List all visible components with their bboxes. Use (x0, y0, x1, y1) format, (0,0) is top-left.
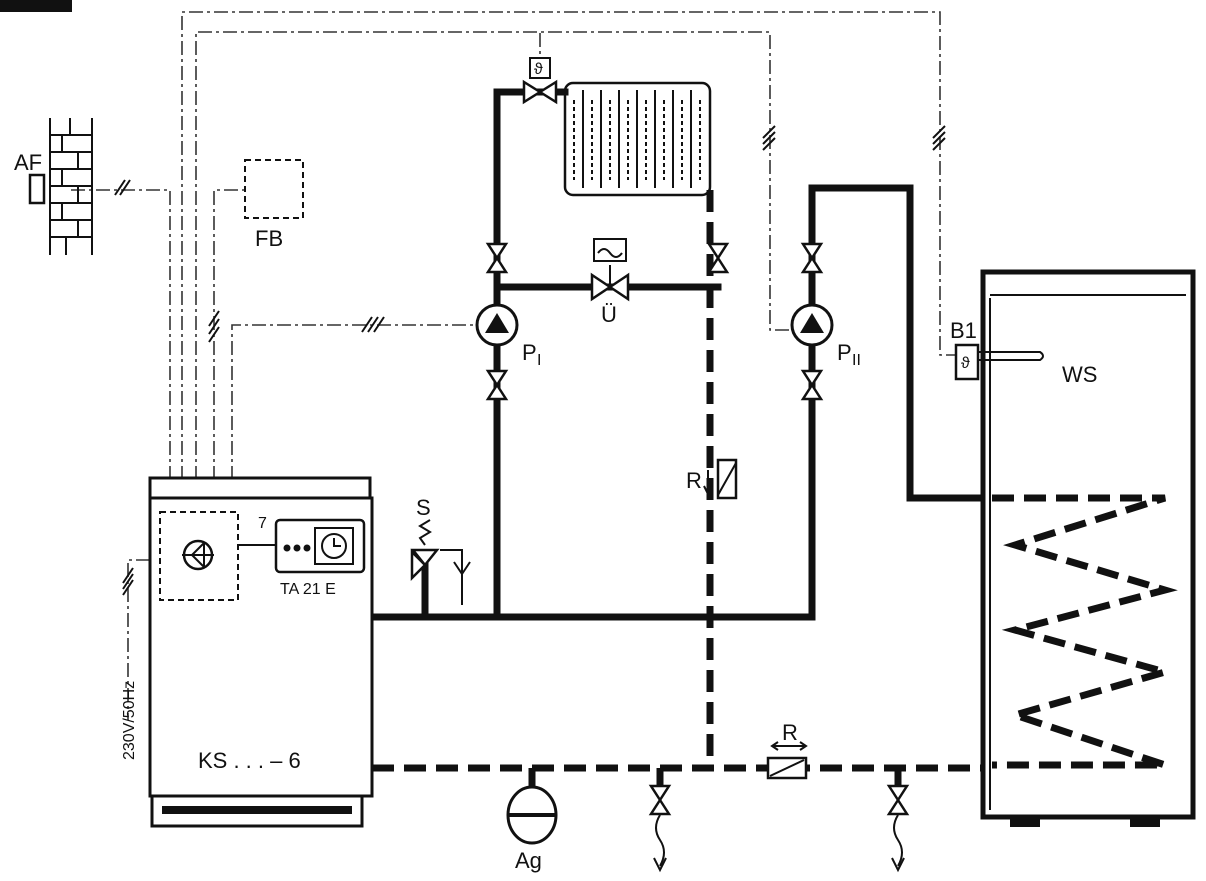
drain-icon (886, 784, 910, 816)
clock-icon (321, 533, 347, 559)
heating-coil-icon (992, 494, 1178, 769)
bypass-valve-u (590, 238, 630, 302)
label-r1: R (686, 468, 702, 493)
label-ag: Ag (515, 848, 542, 873)
label-r2: R (782, 720, 798, 745)
label-af: AF (14, 150, 42, 175)
remote-control-fb: FB (244, 159, 304, 251)
label-ws: WS (1062, 362, 1097, 387)
storage-tank-ws: WS (980, 269, 1196, 827)
label-p2: P (837, 340, 852, 365)
svg-text:ϑ: ϑ (534, 61, 543, 78)
drain-icon (648, 784, 672, 816)
valve-icon (522, 79, 558, 105)
label-fb: FB (255, 226, 283, 251)
valve-icon (800, 242, 824, 274)
label-mains: 230V/50Hz (121, 681, 138, 760)
sensor-icon (28, 173, 46, 205)
label-s: S (416, 495, 431, 520)
corner-mark (0, 0, 72, 12)
timer-ta: TA 21 E (274, 518, 366, 598)
valve-icon (706, 242, 730, 274)
return-pipes (372, 190, 992, 795)
brick-wall (49, 118, 93, 255)
label-p1-sub: I (537, 352, 541, 369)
valve-icon (800, 369, 824, 401)
label-ks: KS . . . – 6 (198, 748, 301, 773)
control-wiring (70, 11, 960, 720)
label-p1: P (522, 340, 537, 365)
radiator-icon (563, 81, 712, 197)
label-ta: TA 21 E (280, 581, 336, 598)
expansion-vessel-icon: Ag (506, 785, 558, 873)
safety-valve-s: S (410, 495, 471, 605)
valve-icon (485, 242, 509, 274)
label-seven: 7 (258, 515, 267, 532)
valves (485, 79, 910, 873)
label-p2-sub: II (852, 352, 861, 369)
svg-text:ϑ: ϑ (961, 355, 970, 372)
tank-sensor-b1: ϑ B1 (950, 318, 1044, 381)
outdoor-sensor-af: AF (14, 118, 93, 255)
sensor-icon (954, 343, 980, 381)
pump-icon (475, 303, 519, 347)
check-valve-r1: R (686, 458, 738, 500)
control-unit-icon (182, 539, 214, 571)
pump-icon (790, 303, 834, 347)
label-u: Ü (601, 302, 617, 327)
boiler-ks: 7 TA 21 E KS . . . – 6 (148, 476, 374, 828)
check-valve-r2: R (766, 720, 808, 780)
valve-icon (485, 369, 509, 401)
thermostat-icon: ϑ (529, 57, 551, 79)
label-b1: B1 (950, 318, 977, 343)
